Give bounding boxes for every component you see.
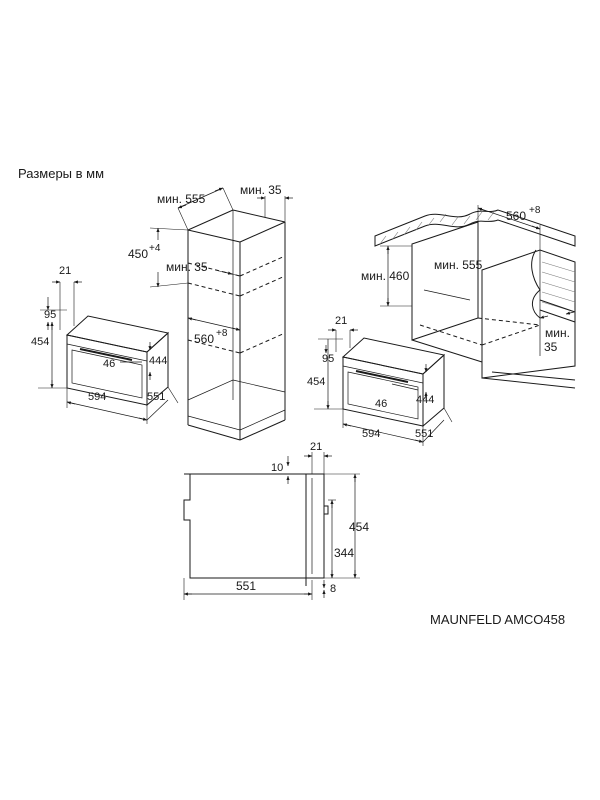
dim-right-454: 454 (307, 339, 343, 410)
dim-right-21: 21 (328, 315, 358, 352)
dim-right-594-label: 594 (362, 428, 380, 440)
dim-column-niche-width: 560 +8 (187, 317, 241, 346)
dim-under-min-depth-label: мин. 555 (434, 258, 483, 272)
dim-under-min-gap-label: мин. (545, 326, 570, 340)
dim-side-551-label: 551 (236, 579, 256, 593)
dim-side-21-label: 21 (310, 441, 322, 453)
page-title: Размеры в мм (18, 166, 105, 181)
dim-column-min-gap-top: мин. 35 (240, 183, 293, 222)
dim-column-min-gap-middle-label: мин. 35 (166, 260, 208, 274)
oven-right-view: 21 95 454 46 444 594 (307, 315, 453, 446)
dim-side-344-label: 344 (334, 546, 354, 560)
dim-left-454-label: 454 (31, 336, 49, 348)
dim-right-95: 95 (318, 338, 343, 365)
dim-under-niche-width: 560 +8 (477, 205, 541, 250)
dim-under-niche-width-tol: +8 (529, 205, 541, 216)
dim-side-8-label: 8 (330, 583, 336, 595)
dim-left-594: 594 (66, 388, 148, 424)
dim-side-10: 10 (271, 456, 290, 484)
under-counter-cabinet (411, 221, 576, 389)
dim-left-46-label: 46 (103, 358, 115, 370)
dim-under-min-depth: мин. 555 (423, 258, 483, 301)
model-name: MAUNFELD AMCO458 (430, 612, 566, 627)
dim-side-551: 551 (183, 578, 313, 600)
dim-left-21: 21 (52, 265, 82, 330)
dim-left-21-label: 21 (59, 265, 71, 277)
dim-left-444-label: 444 (149, 355, 167, 367)
under-counter-view: 560 +8 мин. 460 мин. 555 мин. 35 (361, 205, 576, 389)
countertop (374, 209, 576, 247)
dim-right-551: 551 (415, 407, 453, 443)
dim-column-niche-height-label: 450 (128, 247, 148, 261)
dim-column-min-depth: мин. 555 (157, 187, 234, 231)
dim-right-46: 46 (375, 383, 419, 410)
dim-left-454: 454 (31, 321, 67, 389)
column-cabinet-body (187, 209, 286, 441)
dim-right-444-label: 444 (416, 394, 434, 406)
dim-column-min-depth-label: мин. 555 (157, 192, 206, 206)
dim-column-min-gap-middle: мин. 35 (166, 260, 241, 277)
dim-right-46-label: 46 (375, 398, 387, 410)
dim-left-95: 95 (40, 297, 67, 330)
dim-left-46: 46 (103, 358, 142, 370)
dim-side-8: 8 (322, 580, 336, 598)
dim-under-min-height: мин. 460 (361, 245, 412, 307)
dim-column-niche-width-tol: +8 (216, 328, 228, 339)
dim-side-454: 454 (324, 473, 369, 579)
oven-right-body (341, 337, 446, 428)
dim-right-21-label: 21 (335, 315, 347, 327)
dim-side-10-label: 10 (271, 462, 283, 474)
dim-under-niche-width-label: 560 (506, 209, 526, 223)
side-view: 21 10 454 344 8 (183, 441, 369, 600)
dim-side-21: 21 (304, 441, 332, 474)
dim-side-454-label: 454 (349, 520, 369, 534)
dim-left-594-label: 594 (88, 391, 106, 403)
dim-left-95-label: 95 (44, 309, 56, 321)
oven-left-view: 21 95 454 46 444 (31, 265, 179, 424)
column-cabinet-view: мин. 555 мин. 35 450 +4 мин. 35 (128, 183, 293, 441)
dim-column-niche-height: 450 +4 (128, 227, 189, 288)
dim-left-551: 551 (146, 386, 179, 421)
dim-right-594: 594 (342, 409, 424, 446)
dim-column-min-gap-top-label: мин. 35 (240, 183, 282, 197)
dim-right-444: 444 (416, 364, 434, 406)
dim-right-551-label: 551 (415, 428, 433, 440)
dim-under-min-gap-value: 35 (544, 340, 558, 354)
dim-column-niche-width-label: 560 (194, 332, 214, 346)
dim-column-niche-height-tol: +4 (149, 243, 161, 254)
dim-under-min-gap: мин. 35 (539, 311, 575, 354)
dim-left-444: 444 (148, 342, 167, 380)
dim-right-454-label: 454 (307, 376, 325, 388)
dim-side-344: 344 (328, 499, 354, 579)
side-view-body (183, 473, 329, 586)
dim-under-min-height-label: мин. 460 (361, 269, 410, 283)
dim-left-551-label: 551 (147, 391, 165, 403)
